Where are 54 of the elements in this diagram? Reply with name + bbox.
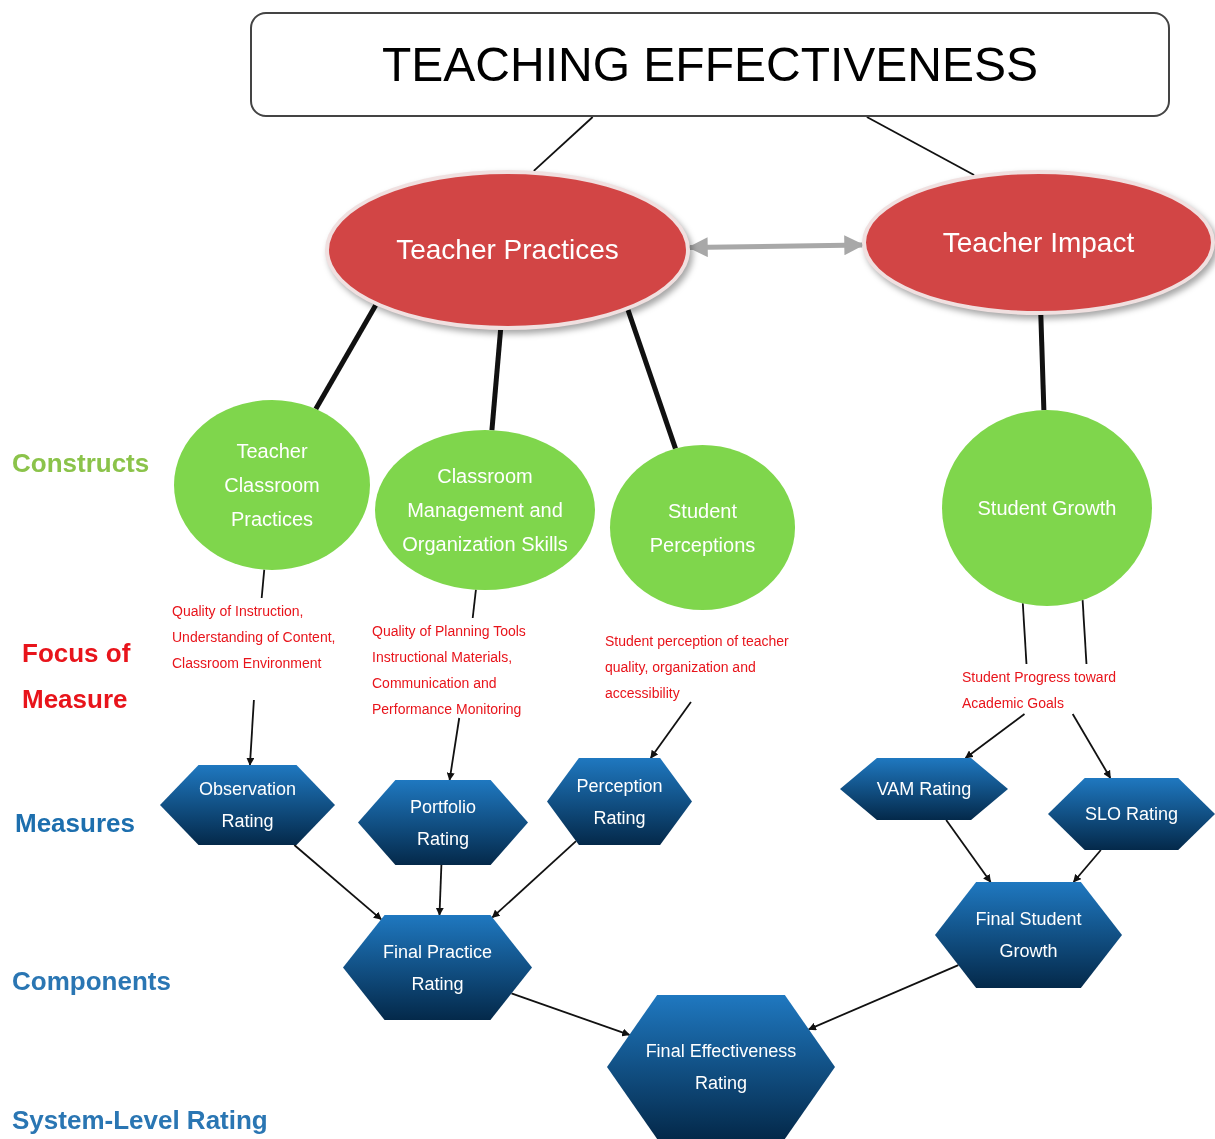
hexagon: [343, 915, 532, 1020]
row-heading: Components: [12, 965, 171, 998]
node-label: Portfolio Rating: [408, 795, 477, 851]
node-label: Perception Rating: [576, 774, 663, 830]
connector-line: [1038, 314, 1047, 411]
focus-text: Student perception of teacher quality, organization and accessibility: [605, 628, 830, 706]
node-label: SLO Rating: [1084, 803, 1179, 826]
node-label: Teacher Classroom Practices: [223, 439, 321, 532]
arrow: [649, 701, 692, 759]
hexagon: [1048, 778, 1215, 850]
hexagon: [935, 882, 1122, 988]
node-label: Teacher Practices: [396, 233, 619, 267]
connector-line: [260, 568, 266, 599]
arrow: [446, 717, 461, 781]
title-box: [250, 12, 1170, 117]
row-heading: Constructs: [12, 447, 150, 480]
hexagon: [160, 765, 335, 845]
hexagon: [358, 780, 528, 865]
arrow: [435, 864, 444, 916]
arrow: [1072, 849, 1102, 883]
hexagon: [607, 995, 835, 1139]
arrow: [807, 964, 960, 1031]
focus-text: Student Progress toward Academic Goals: [962, 664, 1154, 716]
node-label: Final Effectiveness Rating: [644, 1040, 798, 1095]
node-label: Student Growth: [977, 496, 1117, 521]
row-heading: Focus of Measure: [22, 637, 132, 716]
node-label: Final Practice Rating: [381, 940, 493, 996]
hexagon: [547, 758, 692, 845]
arrow: [945, 819, 992, 883]
row-heading: System-Level Rating: [12, 1104, 268, 1137]
arrow: [246, 699, 255, 766]
node-label: Classroom Management and Organization Skills: [401, 464, 569, 557]
node-label: Final Student Growth: [974, 908, 1083, 963]
connector-line: [532, 116, 594, 172]
connector-line: [625, 309, 678, 450]
hexagon: [840, 758, 1008, 820]
arrow: [964, 713, 1026, 759]
arrow: [510, 992, 631, 1037]
node-label: Observation Rating: [197, 778, 298, 833]
connector-line: [1081, 599, 1088, 665]
connector-line: [471, 588, 477, 619]
focus-text: Quality of Planning Tools Instructional Materials, Communication and Performance Monitoring: [372, 618, 562, 722]
row-heading: Measures: [15, 807, 135, 840]
connector-line: [489, 329, 504, 431]
connector-line: [1021, 602, 1028, 665]
focus-text: Quality of Instruction, Understanding of Content, Classroom Environment: [172, 598, 342, 676]
node-label: Student Perceptions: [648, 498, 757, 558]
arrow: [491, 840, 577, 919]
connector-line: [313, 303, 378, 411]
arrow: [1071, 713, 1112, 779]
node-label: VAM Rating: [876, 778, 972, 801]
node-label: Teacher Impact: [942, 225, 1135, 260]
node-label: TEACHING EFFECTIVENESS: [381, 36, 1039, 93]
arrow: [293, 844, 383, 921]
